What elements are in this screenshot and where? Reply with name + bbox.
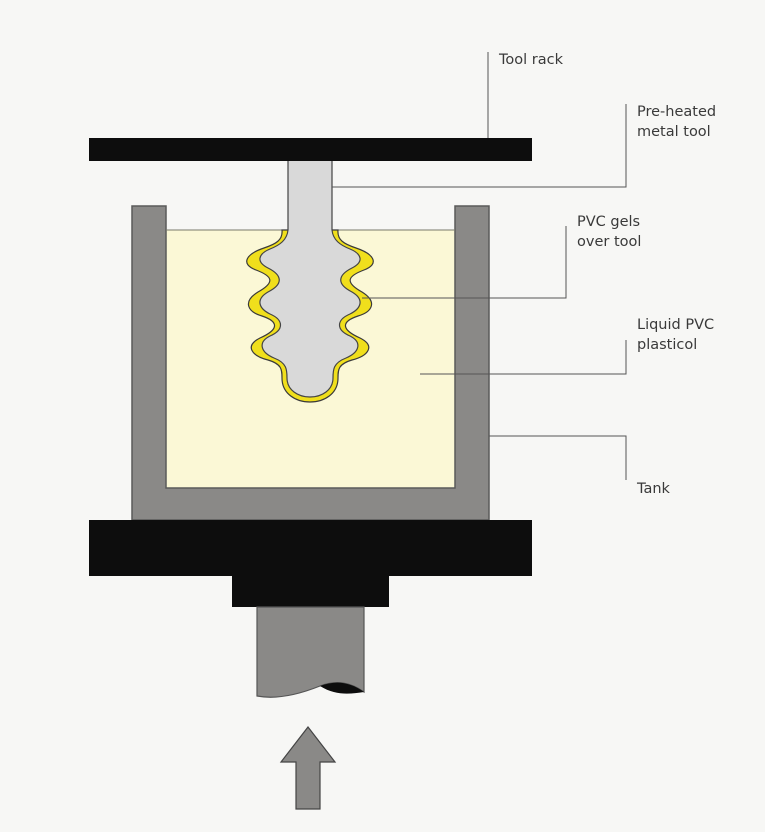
tool-rack	[89, 138, 532, 161]
ram-cut-end	[320, 682, 364, 694]
label-pvc-gels-line2: over tool	[577, 234, 641, 250]
metal-tool-leader	[332, 104, 627, 188]
liquid-pvc-leader	[420, 340, 627, 375]
tank-leader	[489, 435, 627, 480]
label-liquid-pvc: Liquid PVC plasticol	[637, 317, 719, 353]
label-tank: Tank	[636, 481, 671, 497]
label-metal-tool-line1: Pre-heated	[637, 104, 716, 120]
up-arrow-icon	[279, 726, 337, 810]
label-metal-tool: Pre-heated metal tool	[637, 104, 721, 140]
label-metal-tool-line2: metal tool	[637, 124, 711, 140]
ram	[256, 606, 365, 698]
platform	[89, 520, 532, 576]
metal-tool	[259, 159, 361, 398]
label-liquid-pvc-line2: plasticol	[637, 337, 697, 353]
label-pvc-gels: PVC gels over tool	[577, 214, 645, 250]
label-pvc-gels-line1: PVC gels	[577, 214, 640, 230]
label-tool-rack: Tool rack	[498, 52, 564, 68]
leader-lines	[332, 52, 627, 480]
platform-block	[232, 576, 389, 607]
pvc-gels-leader	[362, 226, 567, 299]
label-liquid-pvc-line1: Liquid PVC	[637, 317, 714, 333]
